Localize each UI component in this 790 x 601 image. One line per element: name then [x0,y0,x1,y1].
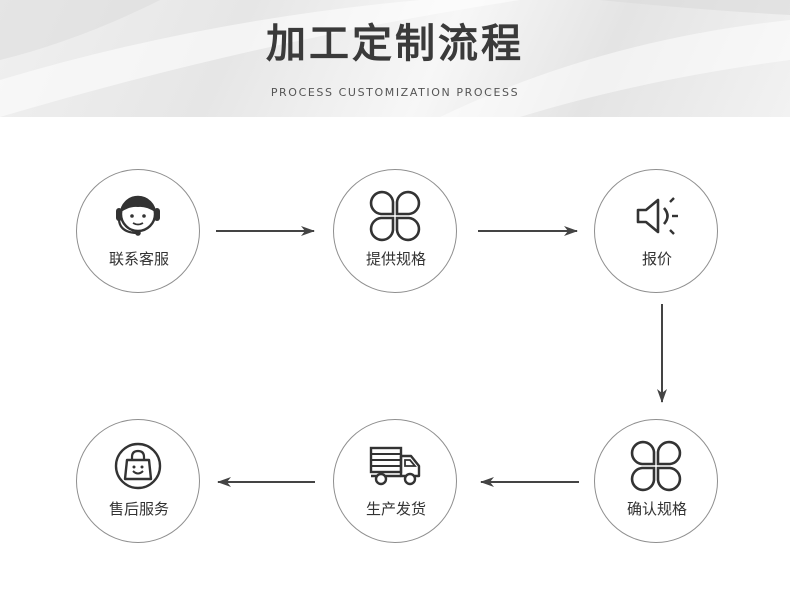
step-label: 报价 [641,250,672,268]
step-after-sales: 售后服务 [76,419,200,543]
step-contact-service: 联系客服 [76,169,200,293]
page-header: 加工定制流程 PROCESS CUSTOMIZATION PROCESS [0,0,790,117]
speaker-icon [636,197,678,235]
clover-grid-icon [630,440,682,492]
delivery-truck-icon [369,446,421,486]
step-label: 联系客服 [108,250,169,268]
page-title: 加工定制流程 [266,21,524,67]
step-label: 提供规格 [365,250,426,268]
page-subtitle: PROCESS CUSTOMIZATION PROCESS [270,86,520,99]
step-production-shipping: 生产发货 [333,419,457,543]
step-label: 生产发货 [365,500,426,518]
header-background-waves [0,0,790,117]
clover-grid-icon [369,190,421,242]
step-label: 确认规格 [626,500,687,518]
shopping-bag-icon [114,442,162,490]
customer-service-icon [116,195,160,236]
step-quote: 报价 [594,169,718,293]
step-confirm-specs: 确认规格 [594,419,718,543]
step-label: 售后服务 [108,500,169,518]
step-provide-specs: 提供规格 [333,169,457,293]
